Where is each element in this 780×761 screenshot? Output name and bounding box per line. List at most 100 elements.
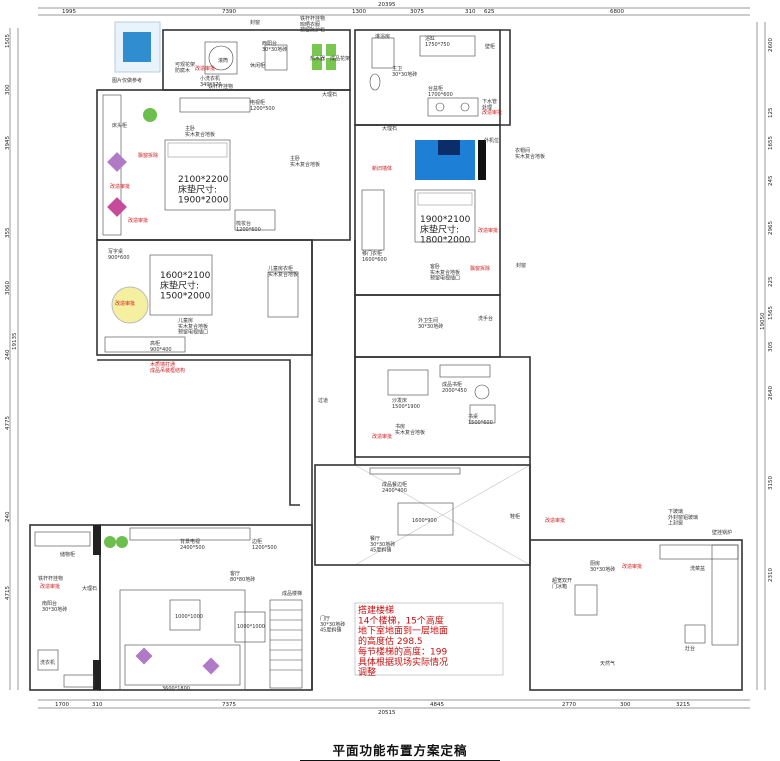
red-label: 改造审批: [622, 563, 642, 570]
label-marble-top: 大理石: [322, 91, 337, 98]
label-sink-k: 洗菜盆: [690, 565, 705, 572]
fridge: [574, 584, 598, 616]
label-kitchen-note: 超宽双开门冰箱: [552, 577, 572, 590]
label-marble-window: 大理石: [382, 125, 397, 132]
left-dim-2: 300: [5, 84, 11, 95]
left-dim-3: 3945: [5, 136, 11, 150]
right-dims: 2600 125 1655 245 2965 225 1565 305 2640…: [760, 38, 774, 582]
right-dim-4: 245: [768, 175, 774, 186]
right-dim-5: 2965: [768, 221, 774, 235]
label-right-note: 下玻璃外封窗铝玻璃上封窗: [668, 508, 698, 527]
living-tv-cab: [129, 527, 251, 541]
sofa-bed: [387, 369, 429, 396]
left-dim-1: 1505: [5, 34, 11, 48]
dining-cab-shape: [369, 467, 461, 475]
sofa-shape: [124, 644, 241, 686]
label-bath-left: 淋浴房: [375, 33, 390, 40]
red-label: 木质墙打通成品吊装框结构: [150, 361, 185, 374]
side-table: [234, 611, 266, 643]
master-bed: [164, 139, 231, 211]
wall-column: [93, 525, 101, 555]
bottom-dim-7: 3215: [676, 702, 690, 708]
label-water-tank: 热水器: [310, 55, 325, 62]
red-label: 改造审批: [128, 217, 148, 224]
storage-bottom: [63, 674, 95, 688]
bottom-dim-5: 2770: [562, 702, 576, 708]
counter-right: [711, 544, 739, 646]
red-label: 改造审批: [545, 517, 565, 524]
label-gas: 天然气: [600, 660, 615, 667]
label-kids: 儿童房实木复合地板预留电视插口: [178, 317, 208, 336]
top-dim-5: 310: [465, 9, 476, 15]
label-marble-bottom: 大理石: [82, 585, 97, 592]
plant-pot: [312, 58, 322, 70]
wall-column: [478, 140, 486, 180]
drum-icon: [208, 45, 234, 71]
label-hall: 过道: [318, 397, 328, 404]
label-nightstand: 床头柜: [112, 122, 127, 129]
right-dim-6: 225: [768, 276, 774, 287]
bathtub-shape: [419, 35, 476, 57]
red-label: 改造审批: [478, 227, 498, 234]
bottom-dim-3: 7375: [222, 702, 236, 708]
label-wall-cab: 壁柜: [485, 43, 495, 50]
label-iron-rack-top: 铁杆杆挂物: [208, 83, 233, 90]
shower: [371, 37, 395, 69]
label-ext-water: 外机位: [484, 137, 499, 144]
label-sealed-window: 封窗: [516, 262, 526, 269]
label-washer: 洗衣机: [40, 659, 55, 666]
label-pipe-top: 铁杆杆挂物晾晒衣服预留防护栏: [300, 15, 325, 34]
label-corridor: 主卧实木复合地板: [290, 155, 320, 168]
right-dim-1: 2600: [768, 38, 774, 52]
right-dim-2: 125: [768, 107, 774, 118]
storage-shape: [34, 531, 91, 547]
label-master-furn: 主卧实木复合地板: [185, 125, 215, 138]
label-wc-sink: 洗手台: [478, 315, 493, 322]
wall-column: [93, 660, 101, 690]
page-title: 平面功能布置方案定稿: [300, 740, 500, 761]
label-shoe: 鞋柜: [510, 513, 520, 520]
label-boiler: 壁挂锅炉: [712, 529, 732, 536]
dimension-lines: [9, 7, 766, 709]
label-finished-shelf: 成品花架: [330, 55, 350, 62]
label-storage: 储物柜: [60, 551, 75, 558]
label-iron-rack-bottom: 铁杆杆挂物: [38, 575, 63, 582]
label-drain: 下水管处理: [482, 98, 497, 111]
left-dim-9: 4715: [5, 586, 11, 600]
bottom-dim-4: 4845: [430, 702, 444, 708]
top-dim-7: 6800: [610, 9, 624, 15]
right-dim-9: 2640: [768, 386, 774, 400]
walls: [29, 29, 743, 691]
red-label: 改造审批: [40, 583, 60, 590]
drum-washer: [204, 41, 238, 75]
right-total-dim: 19050: [760, 312, 766, 330]
top-total-dim: 20395: [378, 2, 396, 8]
label-sealed: 封窗: [250, 19, 260, 26]
label-study: 书房实木复合地板: [395, 423, 425, 436]
top-dim-3: 1300: [352, 9, 366, 15]
red-label: 改造审批: [110, 183, 130, 190]
desk3: [469, 404, 496, 424]
furniture: [34, 21, 739, 691]
kids-bed: [149, 254, 213, 316]
label-drum: 滚筒: [218, 57, 228, 64]
label-leisure-cab: 休闲柜: [250, 62, 265, 69]
red-label: 飘窗拆除: [138, 152, 158, 159]
right-dim-3: 1655: [768, 136, 774, 150]
right-dim-10: 3150: [768, 476, 774, 490]
